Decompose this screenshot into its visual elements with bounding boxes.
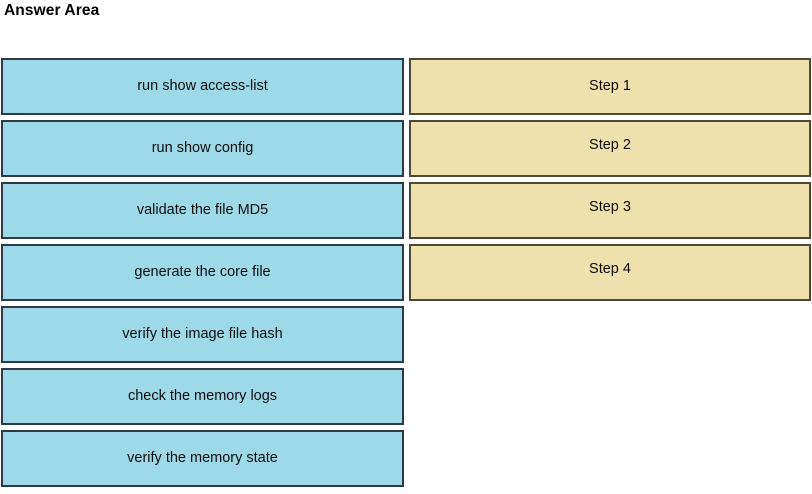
step-tile-label: Step 4 (589, 261, 631, 277)
option-tile-label: check the memory logs (127, 388, 278, 405)
step-tile-label: Step 3 (589, 199, 631, 215)
option-tile-2[interactable]: run show config (1, 120, 404, 177)
option-tile-5[interactable]: verify the image file hash (1, 306, 404, 363)
option-tile-4[interactable]: generate the core file (1, 244, 404, 301)
option-tile-7[interactable]: verify the memory state (1, 430, 404, 487)
option-tile-6[interactable]: check the memory logs (1, 368, 404, 425)
option-tile-3[interactable]: validate the file MD5 (1, 182, 404, 239)
step-drop-target-2[interactable]: Step 2 (409, 120, 811, 177)
option-tile-label: run show config (151, 140, 254, 157)
page-title: Answer Area (4, 2, 100, 19)
option-tile-label: verify the image file hash (122, 326, 283, 343)
step-tile-label: Step 1 (589, 78, 631, 95)
steps-column: Step 1 Step 2 Step 3 Step 4 (409, 58, 811, 306)
step-drop-target-3[interactable]: Step 3 (409, 182, 811, 239)
answer-area-board: run show access-list run show config val… (0, 58, 812, 494)
option-tile-label: run show access-list (137, 78, 268, 95)
option-tile-label: generate the core file (134, 264, 271, 281)
option-tile-label: validate the file MD5 (136, 202, 269, 219)
step-drop-target-4[interactable]: Step 4 (409, 244, 811, 301)
option-tile-1[interactable]: run show access-list (1, 58, 404, 115)
options-column: run show access-list run show config val… (1, 58, 404, 492)
step-tile-label: Step 2 (589, 137, 631, 153)
step-drop-target-1[interactable]: Step 1 (409, 58, 811, 115)
option-tile-label: verify the memory state (127, 450, 278, 467)
